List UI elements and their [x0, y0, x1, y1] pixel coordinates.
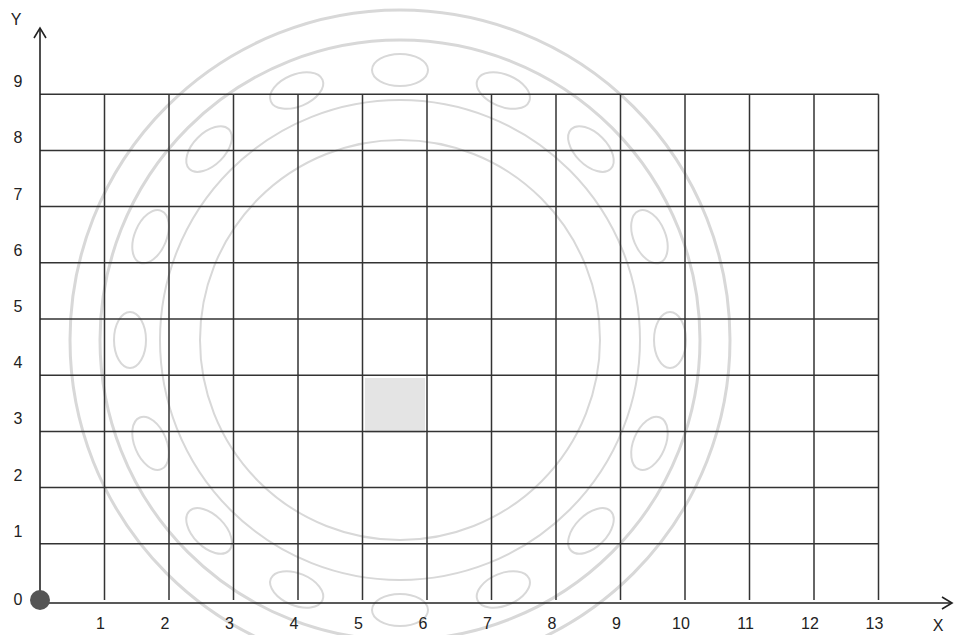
- tick-number: 3: [14, 411, 23, 427]
- watermark-petal: [624, 205, 675, 269]
- tick-number: 2: [161, 616, 170, 632]
- grid-line: [749, 94, 751, 600]
- watermark-saddle: [365, 378, 425, 433]
- grid-line: [40, 206, 879, 208]
- tick-number: 9: [14, 74, 23, 90]
- tick-number: 2: [14, 468, 23, 484]
- grid-line: [491, 94, 493, 600]
- tick-number: 7: [483, 616, 492, 632]
- tick-number: 12: [801, 616, 819, 632]
- tick-number: 5: [14, 299, 23, 315]
- watermark-ring: [70, 10, 730, 635]
- grid-line: [813, 94, 815, 600]
- axis-label: X: [933, 618, 944, 634]
- watermark-petal: [654, 312, 686, 368]
- tick-number: 7: [14, 187, 23, 203]
- watermark-petal: [560, 500, 622, 562]
- x-axis: [40, 602, 952, 604]
- tick-number: 4: [290, 616, 299, 632]
- axis-label: Y: [11, 12, 22, 28]
- grid: [40, 94, 879, 600]
- watermark-petal: [471, 65, 535, 116]
- watermark-ring: [200, 140, 600, 540]
- tick-number: 5: [354, 616, 363, 632]
- grid-line: [40, 318, 879, 320]
- watermark-petal: [560, 118, 622, 180]
- tick-number: 13: [866, 616, 884, 632]
- origin-dot: [30, 590, 50, 610]
- watermark-petal: [265, 564, 329, 615]
- tick-number: 6: [419, 616, 428, 632]
- watermark-petal: [178, 118, 240, 180]
- grid-line: [40, 374, 879, 376]
- y-axis: [39, 28, 41, 600]
- watermark-ring: [100, 40, 700, 635]
- grid-line: [40, 431, 879, 433]
- grid-line: [620, 94, 622, 600]
- grid-line: [426, 94, 428, 600]
- grid-line: [684, 94, 686, 600]
- watermark-petal: [114, 312, 146, 368]
- tick-number: 3: [225, 616, 234, 632]
- tick-number: 11: [737, 616, 754, 632]
- grid-line: [40, 487, 879, 489]
- tick-number: 10: [672, 616, 690, 632]
- grid-line: [40, 262, 879, 264]
- y-arrowhead: [34, 28, 46, 38]
- tick-number: 4: [14, 355, 23, 371]
- watermark-ring: [160, 100, 640, 580]
- grid-line: [40, 543, 879, 545]
- tick-number: 8: [14, 130, 23, 146]
- watermark-petal: [178, 500, 240, 562]
- watermark-seal: [70, 10, 730, 635]
- axes: [34, 28, 952, 609]
- grid-line: [40, 93, 879, 95]
- grid-line: [362, 94, 364, 600]
- x-arrowhead: [942, 597, 952, 609]
- watermark-petal: [265, 65, 329, 116]
- tick-number: 9: [612, 616, 621, 632]
- watermark-petal: [471, 564, 535, 615]
- tick-number: 1: [14, 524, 23, 540]
- tick-number: 6: [14, 243, 23, 259]
- grid-line: [40, 150, 879, 152]
- grid-line: [297, 94, 299, 600]
- watermark-petal: [372, 54, 428, 86]
- grid-line: [168, 94, 170, 600]
- tick-number: 1: [96, 616, 105, 632]
- grid-line: [878, 94, 880, 600]
- grid-line: [555, 94, 557, 600]
- tick-number: 0: [14, 592, 23, 608]
- watermark-petal: [624, 411, 675, 475]
- grid-line: [104, 94, 106, 600]
- grid-line: [233, 94, 235, 600]
- tick-number: 8: [548, 616, 557, 632]
